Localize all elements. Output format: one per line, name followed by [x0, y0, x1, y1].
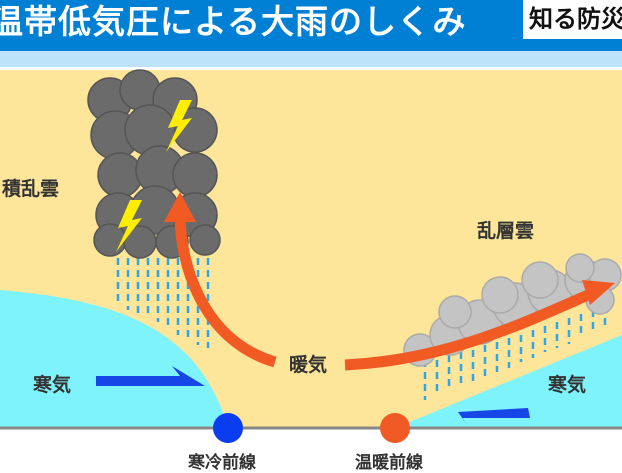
logo: 知る防災: [523, 0, 622, 39]
cold-front-marker: [213, 413, 243, 443]
lightning-icon: [116, 200, 142, 252]
header-bar: 温帯低気圧による大雨のしくみ 知る防災: [0, 0, 622, 51]
cold-air-arrow-right: [458, 408, 530, 426]
page-title: 温帯低気圧による大雨のしくみ: [0, 2, 467, 41]
label-warm-air: 暖気: [289, 354, 328, 376]
label-warm-front: 温暖前線: [355, 453, 423, 473]
header-band: [0, 51, 622, 67]
cold-air-arrow-left: [96, 366, 205, 386]
rain-nimbostratus: [423, 306, 607, 400]
warm-front-marker: [380, 413, 410, 443]
warm-air-arrow-right: [344, 286, 598, 371]
cumulonimbus-cloud: [87, 69, 221, 259]
label-cumulonimbus: 積乱雲: [2, 178, 60, 200]
label-nimbostratus: 乱層雲: [477, 220, 535, 242]
label-cold-front: 寒冷前線: [188, 453, 256, 473]
lightning-icon: [166, 100, 192, 152]
label-cold-air-right: 寒気: [548, 374, 587, 396]
warm-air-arrow-up-head: [164, 192, 196, 222]
warm-air-arrow-up: [174, 214, 277, 368]
warm-air-arrow-right-head: [582, 280, 615, 305]
label-cold-air-left: 寒気: [33, 374, 72, 396]
cold-air-right: [395, 335, 622, 428]
cold-air-left: [0, 290, 228, 428]
